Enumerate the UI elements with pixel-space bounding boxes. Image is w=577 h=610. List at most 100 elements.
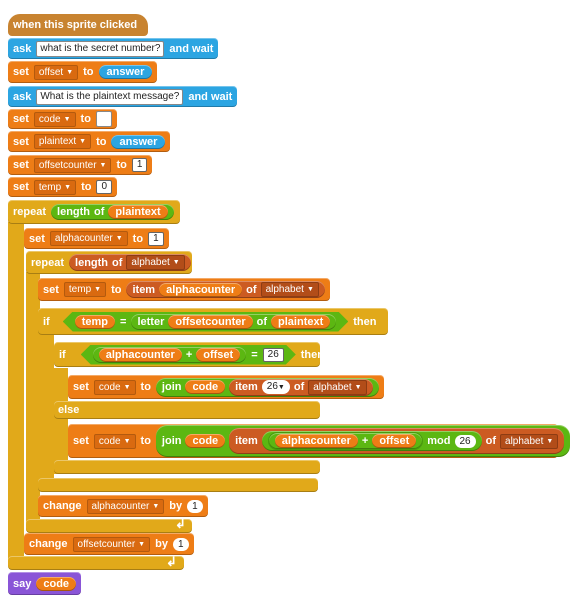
repeat-outer-block[interactable]: repeat length of plaintext [8,200,180,224]
answer-reporter[interactable]: answer [111,134,166,149]
alphacounter-reporter[interactable]: alphacounter [274,434,358,448]
join-operator[interactable]: join code item alphacounter + offset mod… [155,425,571,457]
alphacounter-reporter[interactable]: alphacounter [159,282,243,297]
variable-dropdown[interactable]: temp▼ [33,179,77,195]
value-input[interactable]: 0 [96,180,113,194]
value-input[interactable]: 26 [263,348,284,362]
to-label: to [116,159,127,171]
variable-dropdown[interactable]: temp▼ [63,282,107,297]
plus-label: + [185,348,193,361]
to-label: to [83,66,94,78]
value-input[interactable]: 1 [148,231,164,246]
offset-reporter[interactable]: offset [372,434,417,448]
set-temp-block[interactable]: set temp▼ to 0 [8,177,118,197]
mod-value-input[interactable]: 26 [454,434,476,448]
when-sprite-clicked-hat[interactable]: when this sprite clicked [8,14,148,36]
set-label: set [13,113,29,125]
set-alphacounter-block[interactable]: set alphacounter▼ to 1 [24,228,169,249]
set-offset-block[interactable]: set offset▼ to answer [8,61,158,83]
answer-reporter[interactable]: answer [98,65,153,79]
by-label: by [169,500,183,512]
index-dropdown[interactable]: 26▼ [261,380,290,394]
offset-reporter[interactable]: offset [196,348,240,362]
list-dropdown[interactable]: alphabet▼ [126,255,185,270]
join-operator[interactable]: join code item 26▼ of alphabet▼ [155,377,379,397]
variable-dropdown[interactable]: offsetcounter▼ [72,536,151,552]
code-reporter[interactable]: code [185,380,226,394]
triangle-down-icon: ▼ [79,138,87,145]
variable-dropdown[interactable]: code▼ [93,433,136,449]
set-label: set [29,232,45,245]
else-label: else [58,404,80,416]
variable-dropdown[interactable]: offsetcounter▼ [33,157,112,173]
set-code-block[interactable]: set code▼ to [8,109,117,129]
to-label: to [80,113,91,125]
and-wait-label: and wait [188,90,233,103]
code-reporter[interactable]: code [185,434,226,448]
repeat-outer-bottom [8,556,184,570]
triangle-down-icon: ▼ [354,383,362,391]
set-label: set [43,283,59,296]
ask-plaintext-block[interactable]: ask What is the plaintext message? and w… [8,86,238,107]
of-label: of [112,256,123,269]
join-label: join [161,435,182,447]
if-inner-arm [54,368,68,474]
plus-operator[interactable]: alphacounter + offset [267,432,424,450]
repeat-label: repeat [31,256,65,269]
variable-dropdown[interactable]: alphacounter▼ [86,498,165,514]
triangle-down-icon: ▼ [115,235,123,242]
variable-dropdown[interactable]: plaintext▼ [33,134,92,149]
ask-question-input[interactable]: what is the secret number? [36,40,165,57]
set-offsetcounter-block[interactable]: set offsetcounter▼ to 1 [8,155,153,175]
item-of-list-reporter[interactable]: item 26▼ of alphabet▼ [229,378,373,396]
set-temp-item-block[interactable]: set temp▼ to item alphacounter of alphab… [38,278,330,301]
set-label: set [73,435,89,447]
ask-question-input[interactable]: What is the plaintext message? [36,88,184,105]
mod-operator[interactable]: alphacounter + offset mod 26 [261,431,482,451]
hat-label: when this sprite clicked [13,19,138,31]
set-code-join-26-block[interactable]: set code▼ to join code item 26▼ of alpha… [68,375,384,399]
alphacounter-reporter[interactable]: alphacounter [99,348,182,362]
value-input[interactable]: 1 [172,537,189,551]
length-of-list-reporter[interactable]: length of alphabet▼ [69,254,191,271]
list-dropdown[interactable]: alphabet▼ [260,282,319,297]
list-dropdown[interactable]: alphabet▼ [308,379,367,395]
set-code-join-mod-block[interactable]: set code▼ to join code item alphacounter… [68,424,571,458]
temp-reporter[interactable]: temp [75,315,115,329]
to-label: to [81,181,92,193]
change-label: change [29,538,68,550]
if-label: if [43,315,50,328]
set-plaintext-block[interactable]: set plaintext▼ to answer [8,131,171,152]
letter-of-reporter[interactable]: letter offsetcounter of plaintext [131,314,336,330]
code-reporter[interactable]: code [36,576,77,591]
variable-dropdown[interactable]: code▼ [93,379,136,395]
change-alphacounter-block[interactable]: change alphacounter▼ by 1 [38,495,208,517]
value-input[interactable]: 1 [187,499,203,513]
triangle-down-icon: ▼ [546,437,554,445]
list-dropdown[interactable]: alphabet▼ [500,433,559,449]
repeat-inner-block[interactable]: repeat length of alphabet▼ [26,251,192,274]
item-of-list-reporter[interactable]: item alphacounter + offset mod 26 of alp… [229,428,565,454]
and-wait-label: and wait [169,42,214,55]
if-outer-block[interactable]: if temp = letter offsetcounter of plaint… [38,308,388,335]
plaintext-reporter[interactable]: plaintext [108,205,168,219]
equals-operator[interactable]: temp = letter offsetcounter of plaintext [63,312,349,332]
item-of-list-reporter[interactable]: item alphacounter of alphabet▼ [126,281,325,298]
if-inner-block[interactable]: if alphacounter + offset = 26 then [54,342,324,367]
triangle-down-icon: ▼ [152,502,160,510]
equals-operator[interactable]: alphacounter + offset = 26 [81,345,296,365]
say-block[interactable]: say code [8,572,82,595]
change-offsetcounter-block[interactable]: change offsetcounter▼ by 1 [24,533,194,555]
variable-dropdown[interactable]: code▼ [33,111,76,127]
plaintext-reporter[interactable]: plaintext [271,315,330,329]
offsetcounter-reporter[interactable]: offsetcounter [168,315,252,329]
variable-dropdown[interactable]: offset▼ [33,64,79,80]
length-of-reporter[interactable]: length of plaintext [51,204,174,220]
plus-operator[interactable]: alphacounter + offset [93,347,246,363]
of-label: of [246,283,257,296]
ask-secret-number-block[interactable]: ask what is the secret number? and wait [8,38,219,59]
variable-dropdown[interactable]: alphacounter▼ [49,231,128,246]
value-input[interactable]: 1 [131,158,148,172]
empty-value-input[interactable] [95,111,112,127]
say-label: say [13,577,32,590]
